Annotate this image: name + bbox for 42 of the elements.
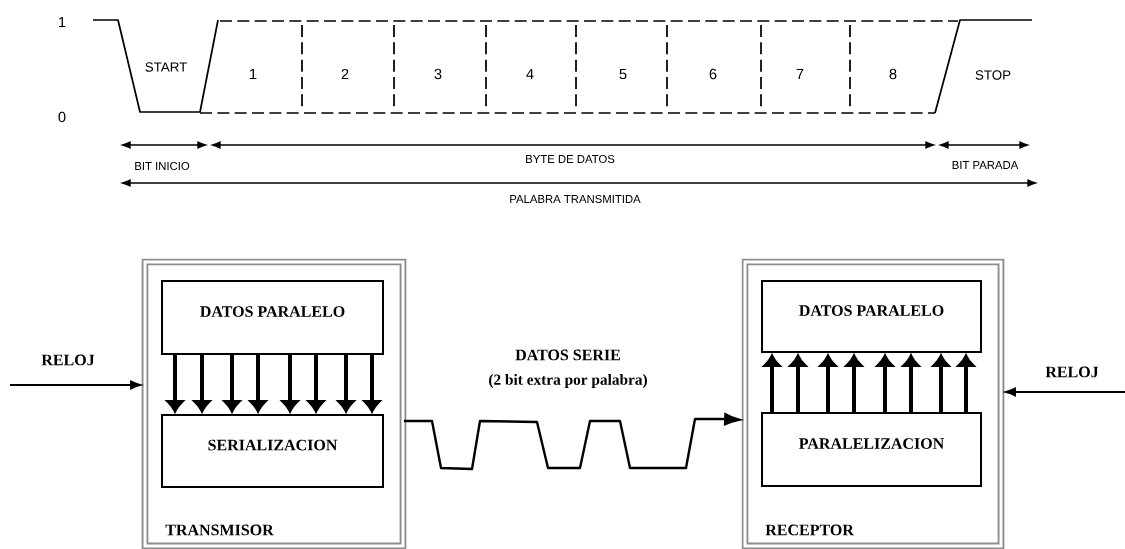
arrow [932,354,950,412]
arrow [845,354,863,412]
arrow [166,355,184,413]
dimension-label: BYTE DE DATOS [526,155,615,163]
arrow [789,354,807,412]
dimension-label: PALABRA TRANSMITIDA [510,195,641,203]
arrow [1005,387,1125,397]
arrow [193,355,211,413]
arrow [337,355,355,413]
arrow [223,355,241,413]
axis-label: 1 [59,16,66,28]
arrow [957,354,975,412]
bit-label: 4 [526,68,534,80]
process-box: SERIALIZACION [161,414,384,488]
bit-label: 7 [796,68,804,80]
arrow [819,354,837,412]
arrow [281,355,299,413]
bit-label: 3 [434,68,442,80]
bit-label: 1 [250,68,257,80]
bit-label: START [145,62,187,72]
bit-label: 5 [619,68,627,80]
bit-label: 8 [889,68,897,80]
process-box: PARALELIZACION [761,412,982,487]
bit-label: 2 [341,68,349,80]
dimension-label: BIT PARADA [952,161,1019,169]
process-box: DATOS PARALELO [761,280,982,353]
axis-label: 0 [58,111,66,123]
arrow [9,380,141,390]
arrow [902,354,920,412]
process-box: DATOS PARALELO [161,280,384,355]
note-text: (2 bit extra por palabra) [489,374,647,388]
arrow [763,354,781,412]
bit-label: STOP [975,70,1011,80]
arrow [307,355,325,413]
bit-label: 6 [709,68,717,80]
arrow [249,355,267,413]
arrow [363,355,381,413]
dimension-label: BIT INICIO [135,162,190,170]
edge-label: RELOJ [1045,366,1099,378]
arrow [876,354,894,412]
edge-label: RELOJ [41,354,95,366]
edge-label: DATOS SERIE [515,349,620,361]
